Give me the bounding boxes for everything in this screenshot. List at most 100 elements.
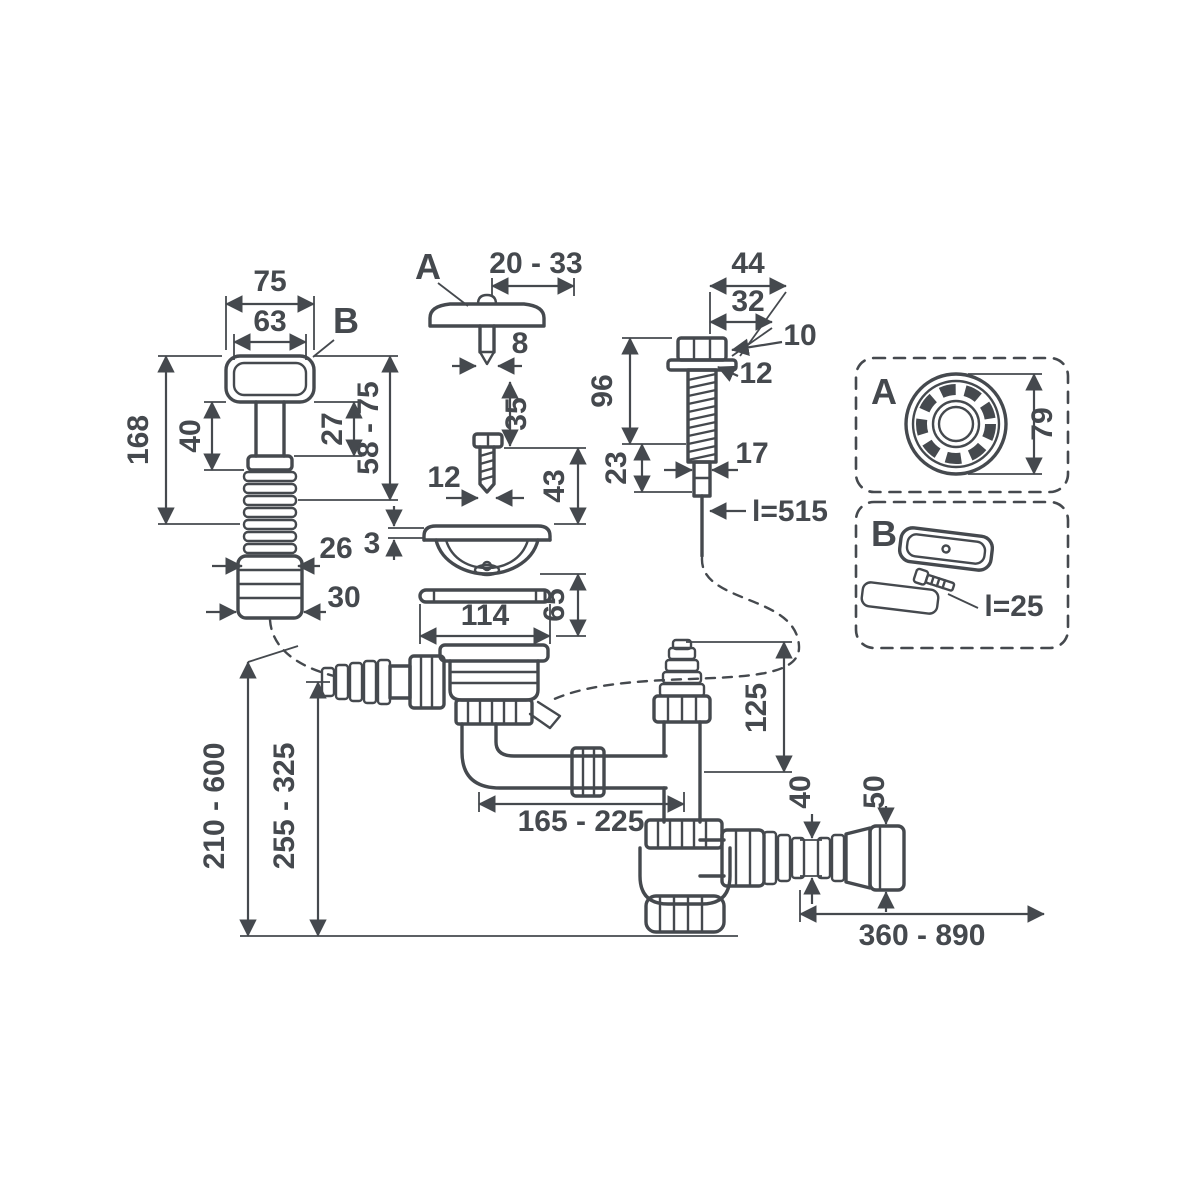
dim-fitting-od-30: 30 bbox=[206, 581, 361, 621]
dim-bowl-height-65: 65 bbox=[538, 573, 587, 637]
detail-inset-b: B l=25 bbox=[854, 500, 1070, 650]
dim-cap-range-20-33: 20 - 33 bbox=[489, 247, 583, 296]
dim-58-75-label: 58 - 75 bbox=[352, 381, 385, 474]
overflow-barb-fitting bbox=[320, 658, 412, 706]
dim-114-label: 114 bbox=[461, 599, 510, 632]
dim-79-label: 79 bbox=[1026, 407, 1059, 440]
outlet-branch bbox=[698, 828, 806, 888]
dim-20-33-label: 20 - 33 bbox=[489, 247, 582, 280]
strainer-dimensions: A 20 - 33 8 35 12 43 bbox=[364, 246, 587, 645]
dim-adjustable-58-75: 58 - 75 bbox=[298, 355, 399, 501]
dim-outlet-length-range-360-890: 360 - 890 bbox=[799, 890, 1045, 952]
dim-12-screw-label: 12 bbox=[427, 461, 460, 494]
dim-210-600-label: 210 - 600 bbox=[198, 743, 231, 870]
dim-adapter-width-17: 17 bbox=[664, 437, 769, 479]
strainer-cap bbox=[428, 293, 546, 366]
rod-length-label: l=515 bbox=[752, 495, 828, 528]
ref-a-callout: A bbox=[415, 246, 469, 307]
siphon-assembly bbox=[320, 638, 906, 934]
dim-outer-width-75: 75 bbox=[225, 265, 315, 350]
dim-26-label: 26 bbox=[319, 532, 352, 565]
dim-75-label: 75 bbox=[253, 265, 286, 298]
dim-hose-od-26: 26 bbox=[212, 532, 353, 575]
inlet-nut-left bbox=[408, 654, 446, 710]
dim-43: 43 bbox=[504, 447, 587, 525]
dim-44-label: 44 bbox=[731, 247, 765, 280]
dim-total-height-168: 168 bbox=[122, 355, 240, 525]
overflow-body-inner bbox=[232, 361, 308, 397]
dim-rod-length-96: 96 bbox=[586, 337, 686, 445]
dim-depth-range-255-325: 255 - 325 bbox=[268, 681, 330, 937]
tailpipe-elbow bbox=[460, 722, 668, 790]
dim-washer-thickness-12: 12 bbox=[717, 357, 773, 390]
dim-screw-width-12: 12 bbox=[427, 461, 524, 507]
bottle-trap bbox=[638, 818, 732, 934]
detail-b-frame bbox=[854, 500, 1070, 650]
dim-cover-diameter-79: 79 bbox=[968, 373, 1059, 475]
dim-10-label: 10 bbox=[783, 319, 816, 352]
dim-40-label: 40 bbox=[174, 419, 207, 452]
outlet-hose-adapter bbox=[816, 824, 906, 892]
siphon-dimensions: 125 165 - 225 40 50 210 - 600 bbox=[198, 641, 1045, 952]
strainer-exploded-parts bbox=[418, 293, 552, 604]
dim-255-325-label: 255 - 325 bbox=[268, 743, 301, 870]
dim-stem-27: 27 bbox=[294, 401, 363, 457]
dim-head-width-32: 32 bbox=[709, 285, 773, 357]
overflow-corrugated-hose bbox=[242, 470, 298, 555]
pull-rod-parts bbox=[550, 336, 801, 702]
rod-hex-head bbox=[676, 336, 728, 362]
dim-65-label: 65 bbox=[538, 588, 571, 621]
overflow-hose-route-dashed bbox=[268, 618, 336, 678]
dim-165-225-label: 165 - 225 bbox=[518, 805, 645, 838]
trap-vertical-pipe bbox=[662, 720, 702, 824]
rod-length-callout: l=515 bbox=[709, 495, 828, 528]
rod-threaded-shaft bbox=[686, 368, 718, 464]
dim-pin-width-8: 8 bbox=[452, 327, 529, 375]
dim-flange-diameter-114: 114 bbox=[419, 599, 551, 645]
dim-12-washer-label: 12 bbox=[739, 357, 772, 390]
dim-32-label: 32 bbox=[731, 285, 764, 318]
screw-length-callout: l=25 bbox=[947, 590, 1044, 623]
dim-43-label: 43 bbox=[538, 469, 571, 502]
detail-b-ref-label: B bbox=[871, 513, 897, 554]
dim-30-label: 30 bbox=[327, 581, 360, 614]
dim-40-outlet-label: 40 bbox=[784, 775, 817, 808]
dim-outlet-cuff-od-50: 50 bbox=[858, 775, 895, 912]
dim-flange-thickness-3: 3 bbox=[364, 506, 424, 560]
overflow-dimensions: 75 63 B 168 40 27 bbox=[122, 265, 399, 621]
strainer-housing bbox=[438, 643, 562, 730]
strainer-gasket-ring bbox=[418, 588, 552, 604]
ref-b-label: B bbox=[333, 300, 359, 341]
ref-b-callout: B bbox=[312, 300, 359, 358]
dim-inlet-height-125: 125 bbox=[686, 641, 793, 773]
dim-360-890-label: 360 - 890 bbox=[859, 919, 986, 952]
dim-96-label: 96 bbox=[586, 374, 619, 407]
dim-63-label: 63 bbox=[253, 305, 286, 338]
pull-rod-dimensions: 44 32 10 12 96 23 17 bbox=[586, 247, 828, 528]
dim-depth-range-210-600: 210 - 600 bbox=[198, 645, 299, 937]
overflow-collar bbox=[246, 454, 294, 472]
strainer-screw bbox=[472, 432, 504, 494]
dim-head-height-10: 10 bbox=[731, 319, 817, 357]
dim-8-label: 8 bbox=[512, 327, 529, 360]
dim-27-label: 27 bbox=[316, 412, 349, 445]
ref-a-label: A bbox=[415, 246, 441, 287]
detail-a-frame bbox=[854, 356, 1070, 494]
drain-cover-top-view bbox=[904, 372, 1008, 476]
cover-gasket-plate bbox=[860, 581, 940, 615]
dim-17-label: 17 bbox=[735, 437, 768, 470]
strainer-bowl bbox=[422, 524, 552, 577]
overflow-body-outer bbox=[224, 354, 316, 404]
dim-outlet-od-40: 40 bbox=[784, 775, 822, 904]
screw-length-label: l=25 bbox=[984, 590, 1043, 623]
dim-lower-length-23: 23 bbox=[600, 443, 692, 493]
dim-3-label: 3 bbox=[364, 527, 381, 560]
dim-35-label: 35 bbox=[500, 397, 533, 430]
dim-inner-width-63: 63 bbox=[233, 305, 307, 360]
detail-inset-a: A 79 bbox=[854, 356, 1070, 494]
overflow-cover-plate bbox=[897, 526, 995, 572]
dim-23-label: 23 bbox=[600, 451, 633, 484]
dim-35: 35 bbox=[500, 381, 533, 447]
second-inlet-barb-fitting bbox=[652, 638, 712, 724]
